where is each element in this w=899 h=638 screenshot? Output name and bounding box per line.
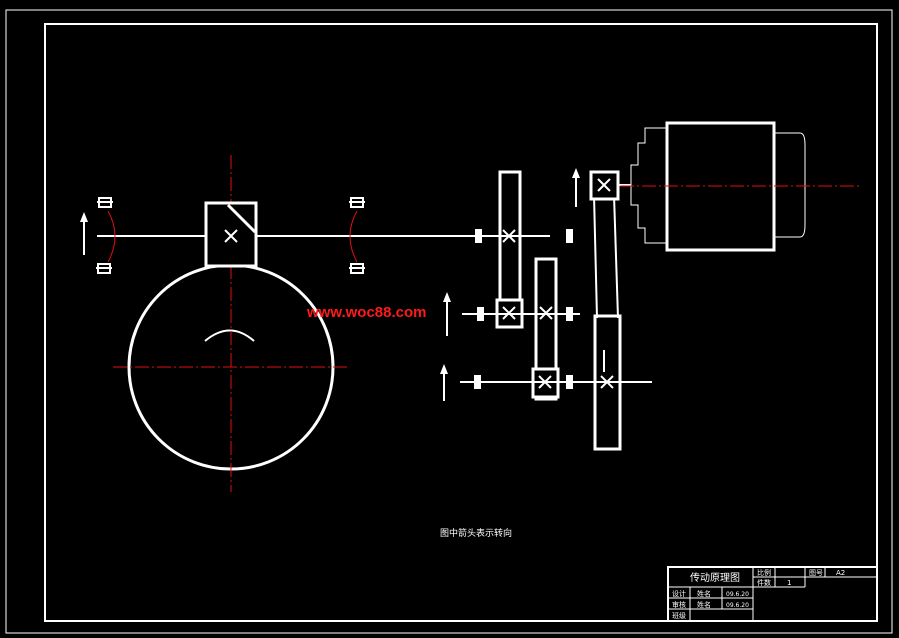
tb-reviewer-name: 姓名 <box>697 600 711 609</box>
title-block-text: 传动原理图 比例 图号 A2 件数 1 设计 姓名 09.6.20 审核 姓名 … <box>672 568 845 620</box>
tb-sheet-size: A2 <box>836 569 845 577</box>
outer-frame <box>5 9 893 634</box>
bearings-right <box>349 197 365 274</box>
caption: 图中箭头表示转向 <box>440 527 512 539</box>
drawing-title: 传动原理图 <box>690 572 740 584</box>
tb-qty-value: 1 <box>787 579 791 587</box>
tb-reviewer-date: 09.6.20 <box>726 602 749 609</box>
drawing-frames <box>5 9 893 634</box>
watermark: www.woc88.com <box>306 304 426 321</box>
title-block <box>667 566 878 622</box>
tb-designer-name: 姓名 <box>697 589 711 598</box>
inner-frame <box>44 23 878 622</box>
tb-drawing-no-label: 图号 <box>809 569 823 577</box>
main-shaft <box>97 201 550 268</box>
bearings-left <box>96 197 113 274</box>
tb-class-label: 班级 <box>672 611 686 620</box>
tb-designer-date: 09.6.20 <box>726 591 749 598</box>
tb-reviewer-label: 审核 <box>672 600 686 609</box>
output-shaft <box>460 314 652 451</box>
rotation-arrows <box>80 168 580 401</box>
belt-drive <box>589 170 620 319</box>
tb-scale-label: 比例 <box>757 568 771 577</box>
tb-designer-label: 设计 <box>672 589 686 598</box>
worm-block <box>204 201 258 268</box>
shaft-bearings <box>474 229 573 389</box>
gear-stage-1 <box>495 170 524 329</box>
tb-qty-label: 件数 <box>757 578 771 587</box>
electric-motor <box>618 121 862 252</box>
